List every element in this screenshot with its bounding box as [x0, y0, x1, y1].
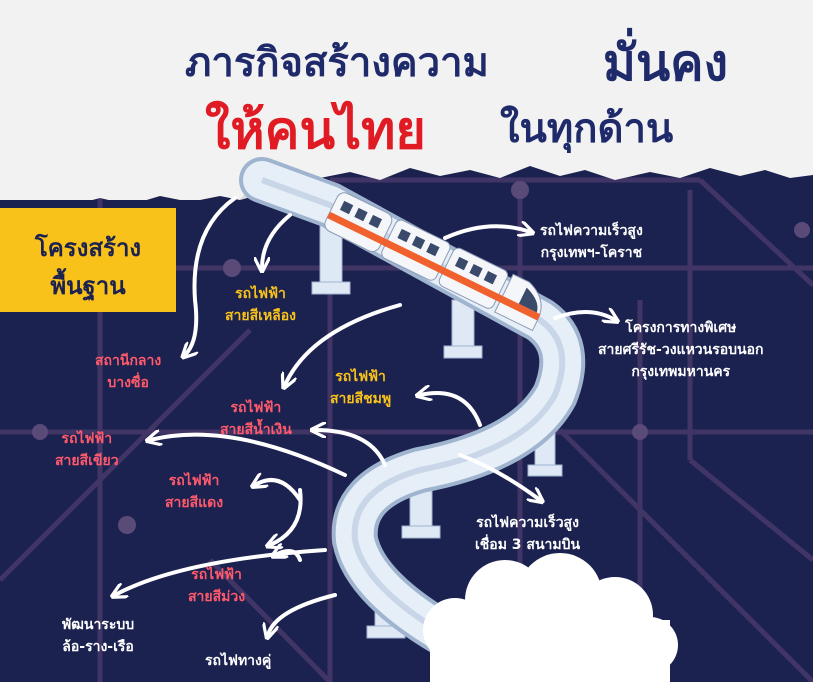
label-double-track: รถไฟทางคู่ [205, 653, 272, 669]
curved-arrow-icon [262, 213, 292, 268]
curved-arrow-icon [275, 551, 302, 562]
label-pink-line: รถไฟฟ้า สายสีชมพู [330, 369, 392, 407]
headline-stability: มั่นคง [603, 34, 728, 92]
label-hsr-korat: รถไฟความเร็วสูง กรุงเทพฯ-โคราช [540, 223, 643, 261]
curved-arrow-icon [270, 488, 303, 545]
label-red-line: รถไฟฟ้า สายสีแดง [165, 473, 224, 511]
curved-arrow-icon [255, 480, 302, 502]
curved-arrow-icon [150, 435, 347, 477]
label-bang-sue: สถานีกลาง บางซื่อ [95, 353, 162, 391]
label-yellow-line: รถไฟฟ้า สายสีเหลือง [225, 286, 296, 324]
headline-every-aspect: ในทุกด้าน [500, 106, 674, 152]
curved-arrow-icon [315, 430, 387, 467]
badge-line1: โครงสร้าง [34, 234, 142, 262]
curved-arrow-icon [553, 312, 615, 320]
badge-line2: พื้นฐาน [50, 272, 126, 300]
label-blue-line: รถไฟฟ้า สายสีน้ำเงิน [220, 400, 292, 438]
label-transport-dev: พัฒนาระบบ ล้อ-ราง-เรือ [62, 617, 135, 655]
curved-arrow-icon [420, 393, 482, 427]
curved-arrow-icon [185, 196, 237, 355]
curved-arrow-icon [443, 226, 530, 240]
label-hsr-3-airports: รถไฟความเร็วสูง เชื่อม 3 สนามบิน [475, 515, 581, 553]
label-green-line: รถไฟฟ้า สายสีเขียว [55, 431, 119, 469]
label-expressway: โครงการทางพิเศษ สายศรีรัช-วงแหวนรอบนอก ก… [598, 320, 764, 380]
infrastructure-badge: โครงสร้าง พื้นฐาน [0, 208, 176, 312]
headline-mission: ภารกิจสร้างความ [185, 40, 489, 86]
headline-thai-people: ให้คนไทย [205, 101, 426, 161]
curved-arrow-icon [268, 593, 337, 635]
label-purple-line: รถไฟฟ้า สายสีม่วง [188, 567, 246, 605]
curved-arrow-icon [458, 453, 540, 500]
curved-arrow-icon [285, 303, 402, 385]
